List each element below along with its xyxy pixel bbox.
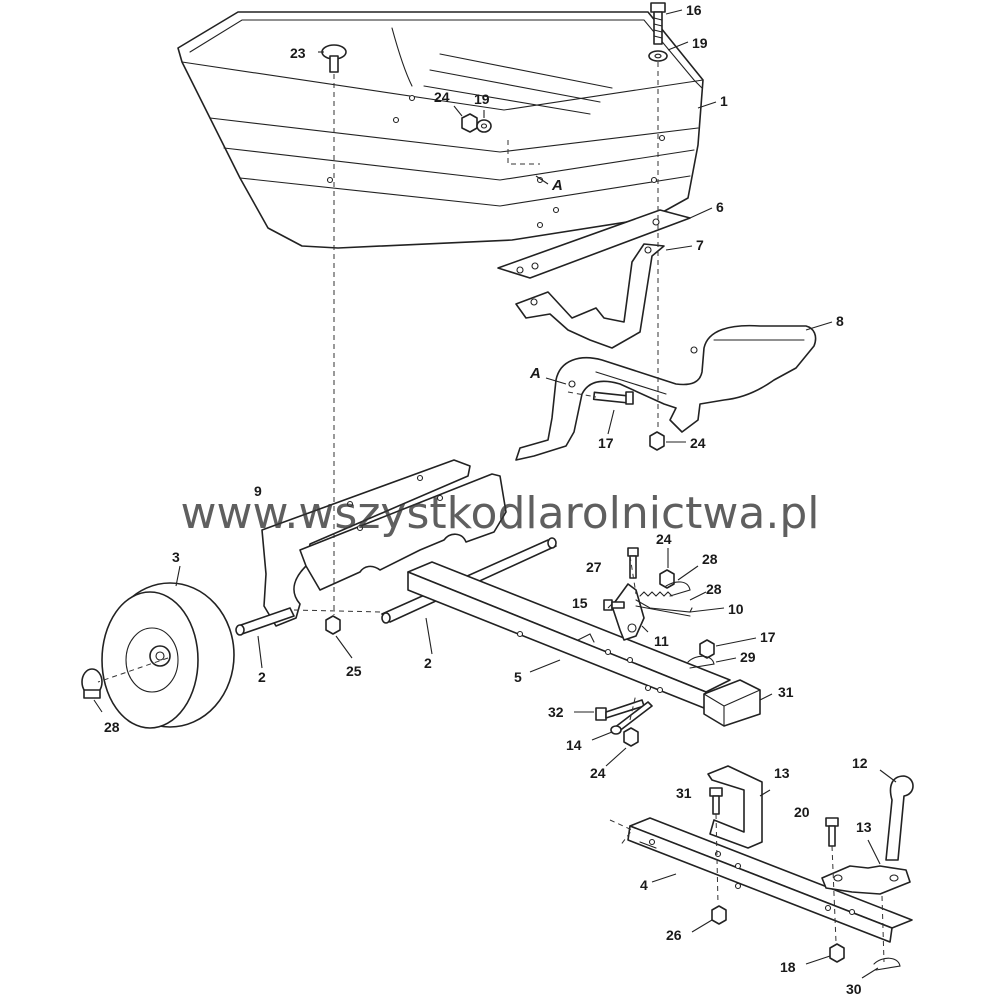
- callout-12: 12: [852, 755, 868, 771]
- callout-19: 19: [474, 91, 490, 107]
- hitch-pin: [885, 775, 914, 861]
- bolt-17-frame: [592, 391, 634, 405]
- callout-27: 28: [706, 581, 722, 597]
- hitch-plate: [821, 865, 911, 895]
- callout-26: 27: [586, 559, 602, 575]
- latch-plate: [611, 583, 645, 641]
- callout-24: 24: [434, 89, 450, 105]
- callout-25: 26: [666, 927, 682, 943]
- callout-8: 8: [836, 313, 844, 329]
- hitch-bracket: [707, 765, 763, 849]
- hairpin-28-mid: [687, 655, 715, 669]
- callout-2: 2: [424, 655, 432, 671]
- callout-9: 9: [254, 483, 262, 499]
- spring: [639, 591, 673, 597]
- callout-31: 31: [676, 785, 692, 801]
- bolt-16: [603, 599, 625, 611]
- nut-24-lower: [623, 727, 639, 747]
- callout-6: 6: [716, 199, 724, 215]
- callout-17: 16: [686, 2, 702, 18]
- callout-30: 31: [778, 684, 794, 700]
- callout-23: 23: [290, 45, 306, 61]
- axle-left: [235, 607, 295, 636]
- callout-10: 10: [728, 601, 744, 617]
- callout-4: 4: [640, 877, 648, 893]
- callout-13: 13: [856, 819, 872, 835]
- callout-24: 24: [690, 435, 706, 451]
- callout-18: 18: [780, 959, 796, 975]
- hub-cap: [81, 668, 103, 699]
- nut-18: [699, 639, 715, 659]
- support-bracket: [515, 243, 665, 349]
- callout-2: 2: [258, 669, 266, 685]
- callout-19: 19: [692, 35, 708, 51]
- callout-1: 1: [720, 93, 728, 109]
- axle-housing: [261, 459, 507, 627]
- washer-19-inner: [476, 119, 492, 133]
- callout-29: 28: [104, 719, 120, 735]
- callout-A: A: [529, 365, 541, 382]
- callout-labels: 16 19 1 23 24 19 A 6 7 8 A 17 24 9 3 2 2…: [104, 2, 868, 997]
- callout-A: A: [551, 177, 563, 194]
- callout-15: 14: [566, 737, 582, 753]
- nut-18-bottom: [829, 943, 845, 963]
- end-cap: [703, 679, 761, 727]
- axle-tube-frame: [407, 561, 731, 709]
- callout-11: 11: [654, 633, 669, 649]
- callout-17: 17: [598, 435, 614, 451]
- callout-28: 30: [846, 981, 862, 997]
- callout-25: 25: [346, 663, 362, 679]
- nut-24-frame: [649, 431, 665, 451]
- callout-16: 15: [572, 595, 588, 611]
- callout-28: 29: [740, 649, 756, 665]
- watermark-text: www.wszystkodlarolnictwa.pl: [181, 488, 820, 539]
- nut-25-housing: [325, 615, 341, 635]
- tow-bar: [627, 817, 913, 943]
- callout-7: 7: [696, 237, 704, 253]
- bolt-17-top: [650, 2, 666, 45]
- hairpin-28-bottom: [873, 957, 901, 971]
- callout-5: 5: [514, 669, 522, 685]
- callout-20: 20: [794, 804, 810, 820]
- alignment-lines: [97, 62, 885, 963]
- washer-19-top: [648, 50, 668, 62]
- callout-14: 13: [774, 765, 790, 781]
- wheel: [101, 582, 235, 729]
- hairpin-28-latch: [665, 581, 691, 597]
- callout-28: 28: [702, 551, 718, 567]
- callout-32: 32: [548, 704, 564, 720]
- callout-24: 24: [656, 531, 672, 547]
- spring-latch: [635, 599, 693, 617]
- callout-24: 24: [590, 765, 606, 781]
- bolt-15: [610, 701, 653, 735]
- leader-lines: [93, 9, 897, 979]
- callout-3: 3: [172, 549, 180, 565]
- callout-18: 17: [760, 629, 776, 645]
